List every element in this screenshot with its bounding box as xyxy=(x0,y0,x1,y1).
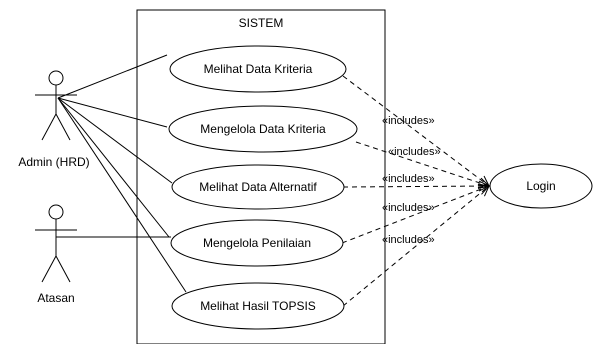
actor-admin-right-leg xyxy=(55,113,71,141)
use-case-uc5-label: Melihat Hasil TOPSIS xyxy=(200,299,316,313)
use-case-melihat-hasil-topsis: Melihat Hasil TOPSIS xyxy=(171,282,345,330)
use-case-login: Login xyxy=(489,163,593,209)
use-case-login-ellipse xyxy=(489,163,593,209)
use-case-uc4-ellipse xyxy=(170,219,344,267)
actor-admin-head xyxy=(48,70,64,86)
association-admin-uc1 xyxy=(57,54,168,99)
use-case-mengelola-data-kriteria: Mengelola Data Kriteria xyxy=(168,105,358,153)
association-admin-uc4 xyxy=(57,97,170,238)
include-line-uc5 xyxy=(342,186,489,307)
association-admin-uc3 xyxy=(57,97,173,184)
include-label-uc1: «includes» xyxy=(382,115,435,127)
use-case-uc5-ellipse xyxy=(171,282,345,330)
include-label-uc4: «includes» xyxy=(382,202,435,214)
include-line-uc1 xyxy=(342,75,489,186)
use-case-uc2-ellipse xyxy=(168,105,358,153)
actor-atasan-right-leg xyxy=(55,255,71,283)
system-boundary: SISTEM xyxy=(136,9,386,344)
system-title: SISTEM xyxy=(239,16,284,30)
use-case-login-label: Login xyxy=(526,179,555,193)
include-label-uc5: «includes» xyxy=(382,234,435,246)
use-case-mengelola-penilaian: Mengelola Penilaian xyxy=(170,219,344,267)
use-case-uc4-label: Mengelola Penilaian xyxy=(203,236,311,250)
association-admin-uc5 xyxy=(57,97,187,293)
include-line-uc3 xyxy=(342,186,489,187)
use-case-melihat-data-alternatif: Melihat Data Alternatif xyxy=(171,164,345,210)
actor-atasan-left-leg xyxy=(41,255,57,283)
use-case-uc3-ellipse xyxy=(171,164,345,210)
use-case-uc1-ellipse xyxy=(169,45,347,93)
use-case-uc1-label: Melihat Data Kriteria xyxy=(204,62,313,76)
actor-admin: Admin (HRD) xyxy=(18,70,90,169)
use-case-uc3-label: Melihat Data Alternatif xyxy=(199,180,317,194)
actor-admin-label: Admin (HRD) xyxy=(18,155,89,169)
actor-atasan-label: Atasan xyxy=(37,291,74,305)
association-admin-uc2 xyxy=(57,97,168,128)
actor-admin-left-leg xyxy=(41,113,57,141)
use-case-uc2-label: Mengelola Data Kriteria xyxy=(200,122,326,136)
use-case-melihat-data-kriteria: Melihat Data Kriteria xyxy=(169,45,347,93)
associations xyxy=(56,54,187,293)
include-relationships: «includes» «includes» «includes» «includ… xyxy=(341,75,489,307)
include-label-uc2: «includes» xyxy=(388,146,441,158)
include-label-uc3: «includes» xyxy=(382,173,435,185)
actor-atasan-head xyxy=(48,204,64,220)
system-boundary-box xyxy=(136,9,386,344)
actor-atasan: Atasan xyxy=(35,204,77,305)
